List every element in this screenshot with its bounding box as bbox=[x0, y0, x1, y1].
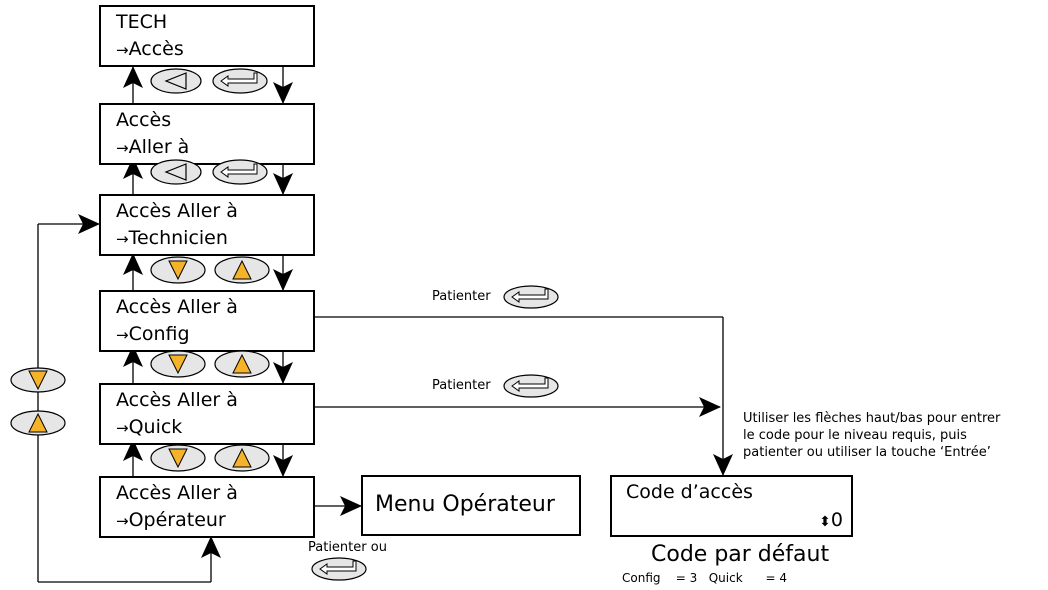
screen-line-2: →Opérateur bbox=[116, 509, 226, 531]
screen-line-1: Accès Aller à bbox=[116, 389, 238, 411]
back-key-icon[interactable] bbox=[150, 68, 202, 94]
select-arrow-icon: → bbox=[116, 326, 129, 344]
screen-operateur: Accès Aller à →Opérateur bbox=[99, 476, 315, 538]
up-key-icon[interactable] bbox=[10, 410, 66, 436]
code-value-group: ⬍0 bbox=[819, 509, 843, 531]
back-enter-keys-2 bbox=[150, 159, 268, 185]
loop-down-key bbox=[10, 367, 66, 393]
up-down-arrows-icon: ⬍ bbox=[819, 514, 831, 530]
access-code-box: Code d’accès ⬍0 bbox=[610, 475, 853, 537]
screen-acces: Accès →Aller à bbox=[99, 103, 315, 165]
instruction-line-3: patienter ou utiliser la touche ‘Entrée’ bbox=[743, 445, 991, 460]
enter-key-icon[interactable] bbox=[503, 285, 559, 309]
select-arrow-icon: → bbox=[116, 41, 129, 59]
instruction-line-1: Utiliser les flèches haut/bas pour entre… bbox=[743, 411, 1001, 426]
back-key-icon[interactable] bbox=[150, 159, 202, 185]
select-arrow-icon: → bbox=[116, 512, 129, 530]
enter-key-icon[interactable] bbox=[503, 374, 559, 398]
wait-label-quick: Patienter bbox=[432, 378, 491, 393]
screen-config: Accès Aller à →Config bbox=[99, 290, 315, 352]
loop-up-key bbox=[10, 410, 66, 436]
screen-line-1: Accès bbox=[116, 109, 172, 131]
down-up-keys-2 bbox=[150, 350, 270, 378]
down-key-icon[interactable] bbox=[150, 444, 206, 472]
instructions-text: Utiliser les flèches haut/bas pour entre… bbox=[743, 410, 1000, 461]
select-arrow-icon: → bbox=[116, 230, 129, 248]
screen-line-1: Accès Aller à bbox=[116, 200, 238, 222]
back-enter-keys-1 bbox=[150, 68, 268, 94]
down-up-keys-3 bbox=[150, 444, 270, 472]
operator-menu-box: Menu Opérateur bbox=[361, 475, 581, 536]
screen-line-1: Accès Aller à bbox=[116, 482, 238, 504]
wait-label-config: Patienter bbox=[432, 289, 491, 304]
default-code-values: Config = 3 Quick = 4 bbox=[622, 571, 788, 585]
screen-line-2: →Config bbox=[116, 323, 190, 345]
down-up-keys-1 bbox=[150, 256, 270, 284]
screen-technicien: Accès Aller à →Technicien bbox=[99, 194, 315, 256]
code-value: 0 bbox=[830, 509, 843, 531]
enter-key-config bbox=[503, 285, 559, 309]
down-key-icon[interactable] bbox=[10, 367, 66, 393]
screen-quick: Accès Aller à →Quick bbox=[99, 383, 315, 445]
up-key-icon[interactable] bbox=[214, 256, 270, 284]
down-key-icon[interactable] bbox=[150, 350, 206, 378]
enter-key-icon[interactable] bbox=[212, 159, 268, 185]
enter-key-operator bbox=[311, 557, 367, 581]
enter-key-quick bbox=[503, 374, 559, 398]
screen-tech: TECH →Accès bbox=[99, 5, 315, 67]
screen-line-2: →Aller à bbox=[116, 136, 190, 158]
up-key-icon[interactable] bbox=[214, 350, 270, 378]
code-title: Code d’accès bbox=[626, 481, 753, 503]
enter-key-icon[interactable] bbox=[311, 557, 367, 581]
default-code-title: Code par défaut bbox=[651, 542, 830, 567]
screen-line-2: →Quick bbox=[116, 416, 183, 438]
down-key-icon[interactable] bbox=[150, 256, 206, 284]
select-arrow-icon: → bbox=[116, 419, 129, 437]
up-key-icon[interactable] bbox=[214, 444, 270, 472]
select-arrow-icon: → bbox=[116, 139, 129, 157]
operator-menu-label: Menu Opérateur bbox=[375, 492, 555, 517]
screen-line-2: →Accès bbox=[116, 38, 184, 60]
instruction-line-2: le code pour le niveau requis, puis bbox=[743, 428, 967, 443]
enter-key-icon[interactable] bbox=[212, 68, 268, 94]
wait-or-label: Patienter ou bbox=[308, 540, 387, 555]
screen-line-2: →Technicien bbox=[116, 227, 228, 249]
screen-line-1: TECH bbox=[116, 11, 168, 33]
screen-line-1: Accès Aller à bbox=[116, 296, 238, 318]
